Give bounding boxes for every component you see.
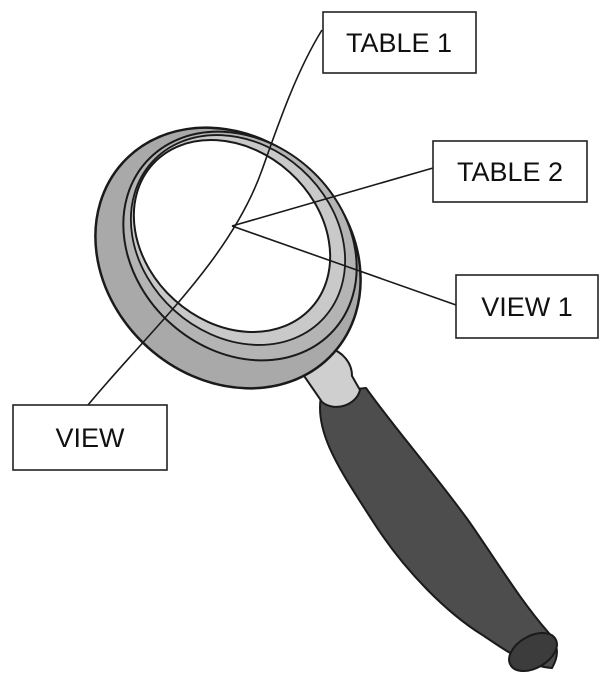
label-table2-text: TABLE 2 [457,157,563,187]
label-view1: VIEW 1 [456,275,598,338]
label-table1: TABLE 1 [323,12,476,73]
label-table1-text: TABLE 1 [346,28,452,58]
label-view1-text: VIEW 1 [481,292,573,322]
label-view: VIEW [13,405,167,470]
label-view-text: VIEW [55,423,125,453]
label-table2: TABLE 2 [433,141,587,202]
handle [320,388,557,668]
